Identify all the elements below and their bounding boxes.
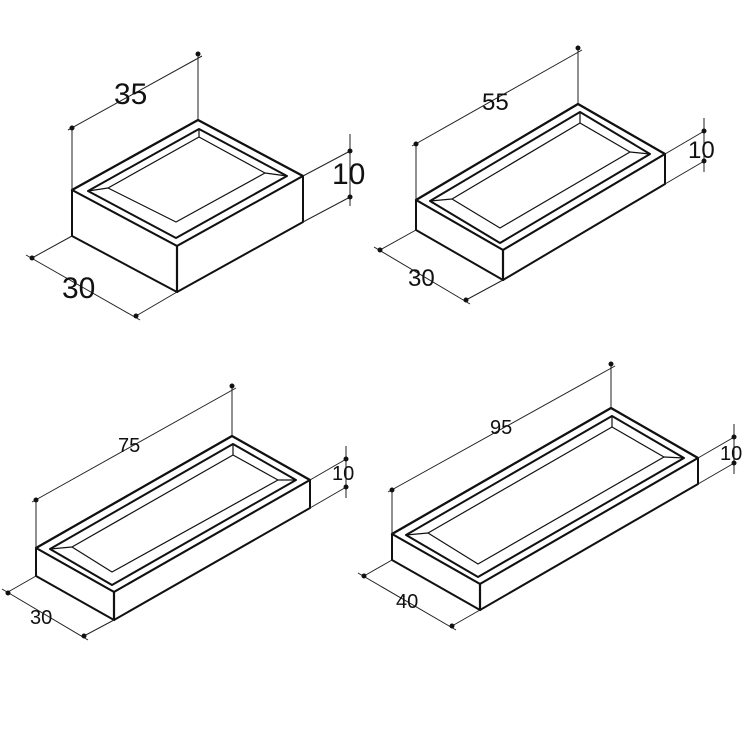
tray-2-length-dimension: 55 bbox=[411, 45, 583, 200]
tray-4-depth-dimension: 40 bbox=[357, 559, 481, 631]
tray-1-height-dimension: 10 bbox=[302, 134, 365, 223]
tray-4: 95 10 40 bbox=[357, 361, 742, 631]
tray-3-depth-dimension: 30 bbox=[1, 575, 115, 641]
tray-2: 55 10 30 bbox=[373, 45, 715, 305]
tray-3: 75 10 30 bbox=[1, 383, 354, 641]
tray-4-length-dimension: 95 bbox=[387, 361, 616, 534]
tray-1-length-label: 35 bbox=[114, 78, 147, 111]
tray-2-depth-dimension: 30 bbox=[373, 229, 504, 305]
tray-1: 35 10 30 bbox=[25, 51, 365, 321]
tray-3-depth-label: 30 bbox=[30, 607, 52, 629]
tray-2-depth-label: 30 bbox=[408, 265, 435, 292]
tray-4-height-dimension: 10 bbox=[697, 424, 742, 485]
tray-4-length-label: 95 bbox=[490, 417, 512, 439]
tray-4-height-label: 10 bbox=[720, 443, 742, 465]
tray-1-depth-label: 30 bbox=[62, 272, 95, 305]
tray-4-depth-label: 40 bbox=[396, 591, 418, 613]
tray-1-height-label: 10 bbox=[332, 158, 365, 191]
tray-3-length-dimension: 75 bbox=[31, 383, 237, 548]
tray-2-height-label: 10 bbox=[688, 137, 715, 164]
tray-1-length-dimension: 35 bbox=[67, 51, 203, 190]
tray-3-length-label: 75 bbox=[118, 435, 140, 457]
tray-3-height-label: 10 bbox=[332, 463, 354, 485]
tray-2-height-dimension: 10 bbox=[664, 118, 715, 185]
tray-3-height-dimension: 10 bbox=[309, 446, 354, 509]
tray-1-depth-dimension: 30 bbox=[25, 235, 178, 321]
tray-2-length-label: 55 bbox=[482, 89, 509, 116]
